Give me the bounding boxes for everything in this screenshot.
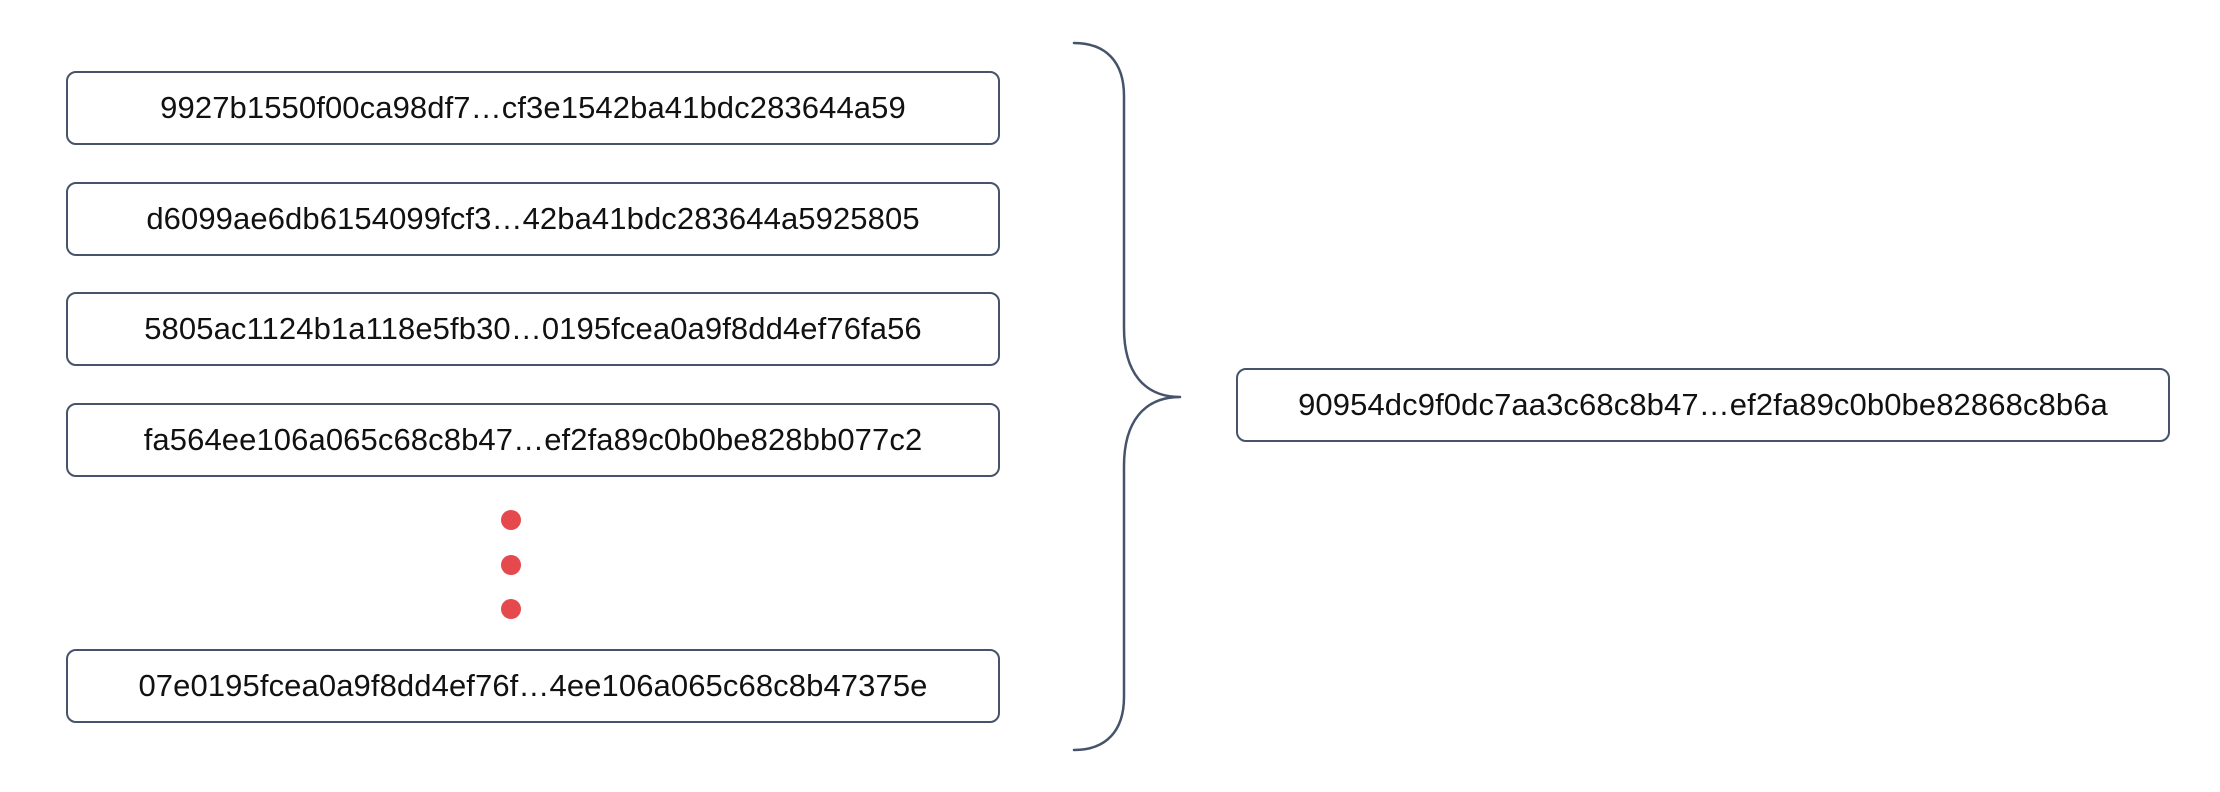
ellipsis-dot: [501, 599, 521, 619]
input-hash-box: 07e0195fcea0a9f8dd4ef76f…4ee106a065c68c8…: [66, 649, 1000, 723]
input-hash-text: fa564ee106a065c68c8b47…ef2fa89c0b0be828b…: [143, 422, 923, 457]
input-hash-text: 5805ac1124b1a118e5fb30…0195fcea0a9f8dd4e…: [144, 311, 922, 346]
input-hash-text: d6099ae6db6154099fcf3…42ba41bdc283644a59…: [146, 201, 920, 236]
input-hash-text: 07e0195fcea0a9f8dd4ef76f…4ee106a065c68c8…: [138, 668, 928, 703]
result-hash-text: 90954dc9f0dc7aa3c68c8b47…ef2fa89c0b0be82…: [1298, 387, 2108, 422]
ellipsis-dot: [501, 510, 521, 530]
input-hash-box: d6099ae6db6154099fcf3…42ba41bdc283644a59…: [66, 182, 1000, 256]
result-hash-box: 90954dc9f0dc7aa3c68c8b47…ef2fa89c0b0be82…: [1236, 368, 2170, 442]
input-hash-box: fa564ee106a065c68c8b47…ef2fa89c0b0be828b…: [66, 403, 1000, 477]
input-hash-box: 5805ac1124b1a118e5fb30…0195fcea0a9f8dd4e…: [66, 292, 1000, 366]
ellipsis-dot: [501, 555, 521, 575]
brace-path: [1072, 41, 1182, 752]
input-hash-text: 9927b1550f00ca98df7…cf3e1542ba41bdc28364…: [160, 90, 906, 125]
input-hash-box: 9927b1550f00ca98df7…cf3e1542ba41bdc28364…: [66, 71, 1000, 145]
